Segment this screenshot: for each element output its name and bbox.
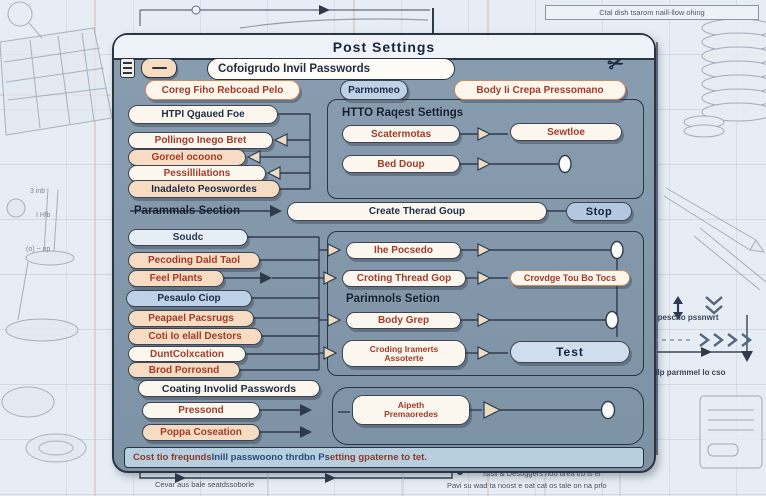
g2-middle-pill-3[interactable]: Croding Iramerts Assoterte (342, 340, 466, 367)
bottom-right-annotation-2: Pavi su wad ta noost e oat cat os tale o… (447, 481, 607, 490)
right-annotation-2: Soilp parmmel Io cso (645, 368, 726, 377)
g1-left-pill-0[interactable]: HTPI Qgaued Foe (128, 105, 278, 124)
top-right-annotation: Ctal dish tsarom naill-llow ohing (545, 5, 759, 20)
status-segment-3: etting gpaterne to tet. (329, 452, 427, 463)
g2-left-pill-0[interactable]: Soudc (128, 229, 248, 246)
g1-left-pill-1[interactable]: Pollingo Inego Bret (128, 132, 273, 149)
header-pill-record[interactable]: Coreg Fiho Rebcoad Pelo (145, 80, 300, 100)
minimize-button[interactable] (141, 58, 177, 78)
g2-left-pill-3[interactable]: Pesaulo Ciop (126, 290, 252, 307)
g1-panel-title: HTTO Raqest Settings (342, 107, 464, 119)
bottom-panel-pill[interactable]: Aipeth Premaoredes (352, 395, 470, 425)
params-section-title: Parammals Section (134, 205, 241, 217)
window-titlebar: Post Settings (114, 35, 654, 60)
bottom-section-title: Coating Involid Passwords (138, 380, 320, 397)
bottom-panel-pill-line1: Aipeth (397, 400, 425, 411)
bottom-panel (332, 387, 644, 445)
g2-left-pill-5[interactable]: Coti Io elall Destors (128, 328, 262, 345)
g1-middle-pill-0[interactable]: Scatermotas (342, 125, 460, 143)
minimize-icon (151, 66, 167, 70)
header-pill-body[interactable]: Body Ii Crepa Pressomano (454, 80, 626, 100)
g2-middle-pill-1[interactable]: Croting Thread Gop (342, 270, 466, 287)
window-title: Post Settings (332, 38, 436, 55)
test-button[interactable]: Test (510, 341, 630, 363)
right-annotation-1: Oilifo pescno pssnwrt (635, 313, 719, 322)
g2-middle-pill-3-line2: Assoterte (384, 352, 424, 363)
bottom-left-pill-0[interactable]: Pressond (142, 402, 260, 419)
name-input[interactable]: Cofoigrudo Invil Passwords (207, 58, 455, 80)
g2-panel-title: Parimnols Setion (346, 293, 440, 305)
hamburger-icon (123, 62, 132, 64)
g2-left-pill-2[interactable]: Feel Plants (128, 270, 224, 287)
g2-left-pill-6[interactable]: DuntColxcation (128, 346, 246, 362)
g2-middle-pill-3-line1: Croding Iramerts (369, 343, 439, 354)
menu-button[interactable] (120, 58, 135, 78)
status-segment-1: Cost tio frequnds (133, 452, 212, 463)
g2-left-pill-4[interactable]: Peapael Pacsrugs (128, 310, 254, 327)
left-annotation-3: (o) ~ np (26, 246, 51, 253)
status-bar: Cost tio frequnds Inill passwoono thrdbn… (124, 447, 644, 468)
header-pill-params[interactable]: Parmomeo (340, 80, 408, 100)
g2-right-pill[interactable]: Crovdge Tou Bo Tocs (510, 270, 630, 286)
bottom-left-annotation: Cevar aus bale seatdssoborle (155, 480, 255, 489)
g2-middle-pill-0[interactable]: Ihe Pocsedo (346, 242, 461, 259)
status-segment-2: Inill passwoono thrdbn Ps (211, 452, 330, 463)
g1-middle-pill-1[interactable]: Bed Doup (342, 155, 460, 173)
bottom-right-annotation-1: Islsll & Desoggers noo drea t/b ls el (483, 469, 601, 478)
g1-right-pill-0[interactable]: Sewtloe (510, 123, 622, 141)
left-annotation-1: 3 inb (30, 188, 46, 195)
post-settings-window: Post Settings (112, 33, 656, 473)
left-annotation-2: I Hlb (36, 212, 51, 219)
bottom-panel-pill-line2: Premaoredes (384, 409, 438, 419)
create-thread-group-pill[interactable]: Create Therad Goup (287, 202, 547, 221)
g1-left-pill-4[interactable]: Inadaleto Peoswordes (128, 180, 280, 198)
g2-left-pill-1[interactable]: Pecoding Dald Taol (128, 252, 260, 269)
g2-middle-pill-2[interactable]: Body Grep (346, 312, 461, 329)
g1-left-pill-2[interactable]: Goroel ocoono (128, 149, 246, 166)
g2-panel (327, 231, 644, 376)
bottom-left-pill-1[interactable]: Poppa Coseation (142, 424, 260, 441)
g2-left-pill-7[interactable]: Brod Porrosnd (128, 362, 240, 378)
stop-button[interactable]: Stop (566, 202, 632, 221)
